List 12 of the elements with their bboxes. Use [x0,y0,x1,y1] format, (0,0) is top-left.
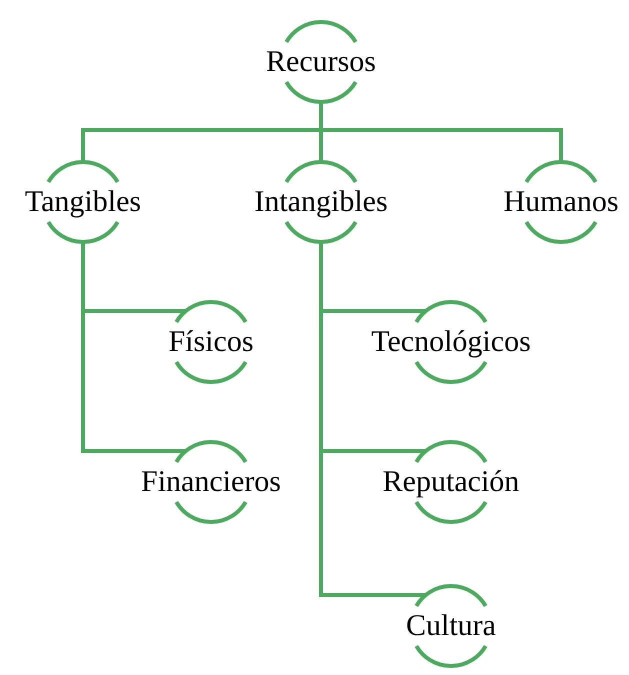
node-label: Recursos [265,45,377,79]
connector-line [81,242,186,453]
node-label: Intangibles [253,185,389,219]
node-label: Cultura [405,609,497,643]
node-label: Reputación [382,465,520,499]
node-label: Tangibles [24,185,142,219]
node-label: Físicos [167,325,255,359]
node-label: Financieros [140,465,282,499]
connector-line [319,242,426,597]
node-label: Tecnológicos [370,325,532,359]
connector-line [319,102,563,162]
node-label: Humanos [502,185,620,219]
